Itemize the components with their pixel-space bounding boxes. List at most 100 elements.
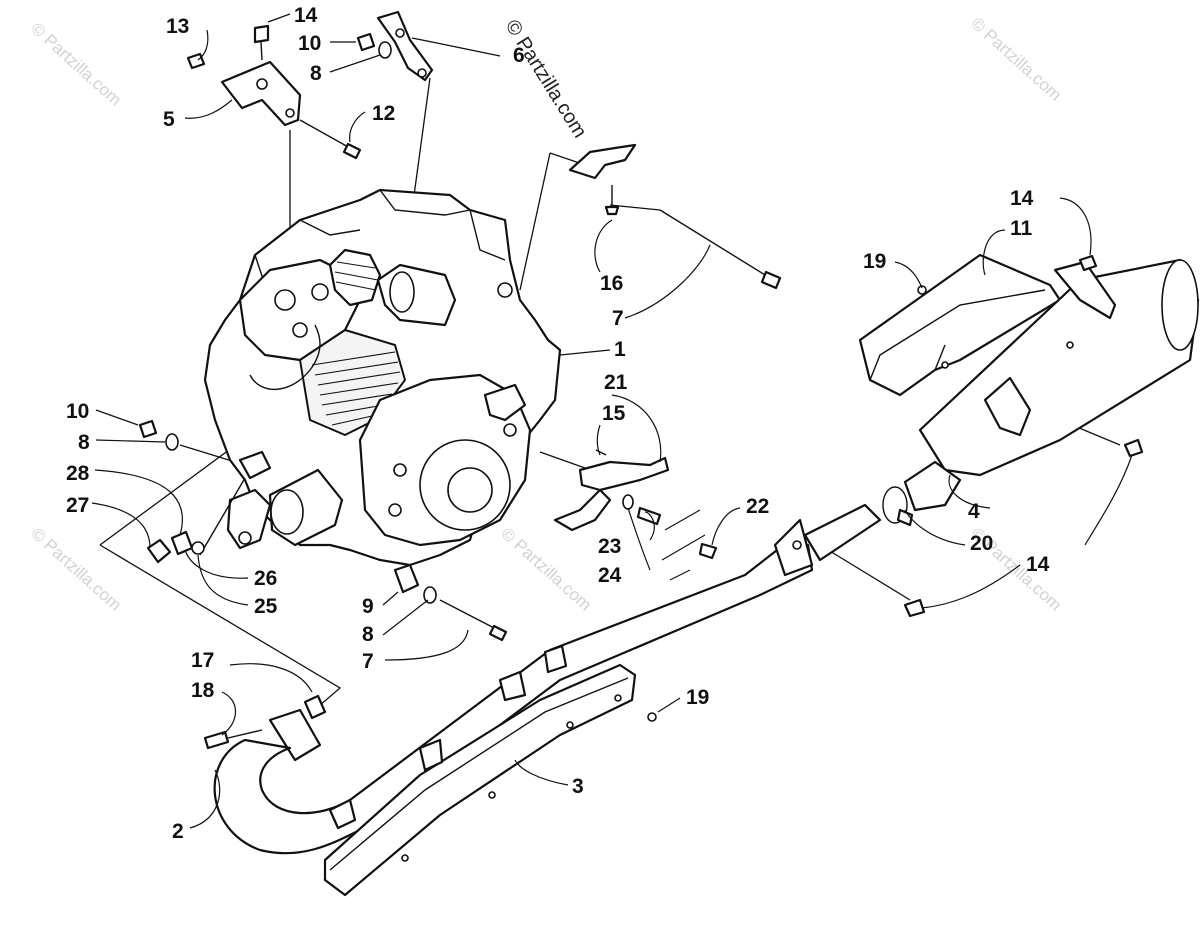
front-mount-bracket-group — [186, 24, 362, 160]
callout-5[interactable]: 5 — [163, 108, 175, 131]
leader-15 — [596, 424, 601, 456]
leader-8a — [329, 54, 381, 73]
callout-14-top[interactable]: 14 — [294, 4, 318, 27]
callout-4[interactable]: 4 — [968, 500, 980, 523]
rivet-19-pipe — [647, 712, 657, 722]
cover-bolt-1 — [393, 463, 407, 477]
shield-tab-3 — [498, 670, 527, 702]
pipe-shield-hole-1 — [401, 854, 409, 862]
leader-3 — [514, 759, 569, 786]
mount-bracket-6 — [376, 10, 434, 82]
right-mount-bracket — [568, 143, 637, 180]
leader-22 — [711, 507, 741, 546]
callout-7-lower[interactable]: 7 — [362, 650, 374, 673]
screw-16-head — [604, 205, 620, 216]
bolt-14-muffler-side — [1123, 438, 1144, 458]
cylinder-fins — [311, 351, 401, 426]
pipe-shield-hole-3 — [566, 721, 574, 729]
leader-1 — [559, 349, 611, 356]
callout-22[interactable]: 22 — [746, 495, 769, 518]
heat-shield-11 — [858, 253, 1062, 397]
rear-mount-bracket-group — [356, 10, 434, 82]
mount-bracket-5 — [220, 60, 302, 127]
cover-bolt-2 — [388, 503, 402, 517]
washer-8-left — [165, 433, 179, 451]
shift-ghost-linkage — [661, 509, 706, 581]
callout-28[interactable]: 28 — [66, 462, 90, 485]
stator-cover-hub — [447, 467, 493, 513]
leader-10b — [95, 409, 139, 426]
callout-10-top[interactable]: 10 — [298, 32, 321, 55]
bolt-14-top-shank — [260, 41, 263, 61]
callout-6[interactable]: 6 — [513, 44, 525, 67]
leader-16 — [594, 219, 613, 273]
washer-24 — [622, 494, 634, 510]
head-port-1 — [274, 289, 296, 311]
long-bolt-7-shank — [659, 209, 771, 279]
callout-9[interactable]: 9 — [362, 595, 374, 618]
watermark-tile-1: © Partzilla.com — [27, 19, 125, 110]
leader-7a — [624, 244, 711, 319]
callout-labels: 13 14 10 8 6 5 12 16 7 1 21 15 10 8 28 2… — [66, 4, 1050, 843]
leader-4 — [948, 474, 991, 509]
callout-19-upper[interactable]: 19 — [863, 250, 886, 273]
callout-12[interactable]: 12 — [372, 102, 395, 125]
leader-21 — [611, 394, 662, 463]
callout-20[interactable]: 20 — [970, 532, 993, 555]
callout-24[interactable]: 24 — [598, 564, 622, 587]
clamp-20-bolt — [896, 508, 914, 527]
muffler-end-cap — [1161, 259, 1199, 351]
washer-8-top — [378, 41, 392, 59]
callout-21[interactable]: 21 — [604, 371, 628, 394]
callout-3[interactable]: 3 — [572, 775, 584, 798]
leader-25 — [197, 554, 249, 606]
leader-24 — [627, 507, 651, 571]
head-port-2 — [311, 283, 329, 301]
leader-12 — [349, 111, 366, 143]
callout-10-left[interactable]: 10 — [66, 400, 89, 423]
callout-19-lower[interactable]: 19 — [686, 686, 709, 709]
leader-5 — [184, 99, 233, 119]
leader-20 — [904, 509, 966, 546]
heat-shield-hole — [941, 361, 949, 369]
pin-15 — [595, 449, 607, 456]
callout-14-muffler[interactable]: 14 — [1010, 187, 1034, 210]
bolt-7-lower-head — [488, 624, 508, 642]
callout-27[interactable]: 27 — [66, 494, 89, 517]
callout-1[interactable]: 1 — [614, 338, 626, 361]
callout-25[interactable]: 25 — [254, 595, 278, 618]
leader-7b — [384, 629, 469, 661]
bolt-12-shank — [299, 119, 351, 149]
callout-13[interactable]: 13 — [166, 15, 189, 38]
washer-8-lower — [423, 586, 437, 604]
watermark-main: © Partzilla.com — [501, 16, 591, 142]
callout-16[interactable]: 16 — [600, 272, 623, 295]
shift-arm-21 — [578, 456, 670, 492]
callout-26[interactable]: 26 — [254, 567, 277, 590]
watermark-tile-4: © Partzilla.com — [497, 524, 595, 615]
callout-8-left[interactable]: 8 — [78, 431, 90, 454]
callout-15[interactable]: 15 — [602, 402, 626, 425]
callout-18[interactable]: 18 — [191, 679, 215, 702]
callout-2[interactable]: 2 — [172, 820, 184, 843]
pipe-shield-group — [323, 598, 926, 897]
shield-tab-1 — [328, 798, 357, 830]
leader-26 — [184, 549, 249, 579]
oil-filter-face — [270, 489, 304, 535]
mount-bracket-5-hole-2 — [285, 108, 295, 118]
callout-7-upper[interactable]: 7 — [612, 307, 624, 330]
callout-17[interactable]: 17 — [191, 649, 214, 672]
callout-8-lower[interactable]: 8 — [362, 623, 374, 646]
leader-19b — [657, 697, 681, 713]
shield-tab-2 — [418, 738, 444, 772]
intake-boot — [328, 248, 382, 307]
leader-28 — [94, 469, 183, 536]
bolt-22 — [698, 542, 718, 560]
callout-14-lower[interactable]: 14 — [1026, 553, 1050, 576]
callout-23[interactable]: 23 — [598, 535, 621, 558]
leader-14c — [921, 564, 1021, 609]
callout-11[interactable]: 11 — [1010, 217, 1033, 240]
callout-8-top[interactable]: 8 — [310, 62, 322, 85]
muffler-inlet — [903, 460, 962, 512]
